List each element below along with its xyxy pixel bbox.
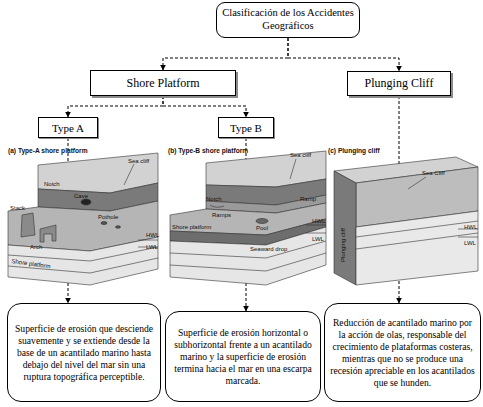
part-label: HWL <box>146 232 159 239</box>
plunging-cliff-block <box>334 157 478 285</box>
block-front <box>170 227 326 285</box>
category-box: Shore Platform <box>90 70 236 96</box>
part-label: LWL <box>312 236 324 243</box>
description-box: Reducción de acantilado marino por la ac… <box>324 303 481 402</box>
description-box: Superficie de erosión que desciende suav… <box>7 303 161 402</box>
part-label: Ramps <box>212 212 231 219</box>
pothole-symbol <box>101 222 107 225</box>
box-text: Superficie de erosión que desciende suav… <box>13 323 155 383</box>
box-text: Superficie de erosión horizontal o subho… <box>171 327 315 387</box>
part-label: Notch <box>44 181 60 188</box>
wave-line <box>356 221 478 237</box>
box-text: Clasificación de los Accidentes Geográfi… <box>221 7 355 32</box>
part-label: Notch <box>206 196 222 203</box>
box-text: Shore Platform <box>127 76 200 91</box>
part-label: LWL <box>464 240 476 247</box>
part-label: Pool <box>256 225 268 232</box>
part-label: Cave <box>74 193 88 200</box>
part-label: Plunging cliff <box>340 228 347 262</box>
part-label: Stack <box>10 205 25 212</box>
part-label: LWL <box>146 244 158 251</box>
type-box: Type A <box>38 117 98 138</box>
type-box: Type B <box>218 117 274 138</box>
part-label: HWL <box>312 218 325 225</box>
part-label: Ramp <box>300 196 316 203</box>
part-label: HWL <box>464 224 477 231</box>
water-level <box>306 233 326 234</box>
part-label: Sea cliff <box>128 158 149 165</box>
part-label: Shore platform <box>172 224 211 231</box>
stack-symbol <box>21 213 35 237</box>
box-text: Type B <box>230 122 262 134</box>
water-level <box>306 225 326 226</box>
part-label: Arch <box>30 244 42 251</box>
dashed-arrow <box>163 96 246 117</box>
description-box: Superficie de erosión horizontal o subho… <box>165 311 321 402</box>
part-label: Seaward drop <box>250 246 287 253</box>
water-level <box>138 240 158 241</box>
water-level <box>458 237 478 238</box>
panel-caption: (c) Plunging cliff <box>328 147 380 154</box>
wave-line <box>356 233 478 249</box>
box-text: Plunging Cliff <box>365 76 434 91</box>
part-label: Pothole <box>98 214 118 221</box>
pothole-symbol <box>116 226 121 229</box>
panel-caption: (a) Type-A shore platform <box>8 147 88 154</box>
part-label: Sea Cliff <box>422 170 445 177</box>
box-text: Type A <box>52 122 84 134</box>
cliff-face <box>334 171 356 285</box>
pool-symbol <box>256 219 268 224</box>
dashed-arrow <box>163 38 288 70</box>
arch-symbol <box>40 225 56 242</box>
sea-body <box>356 211 478 285</box>
leader-line <box>290 159 296 179</box>
title-box: Clasificación de los Accidentes Geográfi… <box>216 2 360 38</box>
strata-line <box>170 241 326 258</box>
panel-caption: (b) Type-B shore platform <box>168 147 248 154</box>
box-text: Reducción de acantilado marino por la ac… <box>330 317 475 389</box>
strata-line <box>8 258 158 273</box>
cliff-face <box>206 179 326 205</box>
strata-line <box>170 253 326 271</box>
type-b-block <box>170 151 326 285</box>
type-a-block <box>8 153 158 285</box>
cave-symbol <box>81 199 91 205</box>
leader-line <box>124 164 134 185</box>
notch-symbol <box>210 205 224 207</box>
part-label: Sea cliff <box>290 152 311 159</box>
block-front <box>8 237 158 285</box>
leader-line <box>408 177 426 189</box>
category-box: Plunging Cliff <box>347 71 451 96</box>
dashed-arrow <box>288 38 399 71</box>
dashed-arrow <box>68 96 163 117</box>
